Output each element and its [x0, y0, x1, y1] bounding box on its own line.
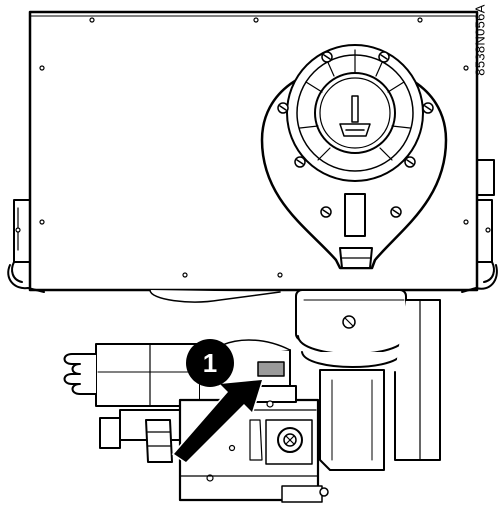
fan-housing: [149, 289, 441, 471]
sight-tube: [339, 193, 373, 269]
callout-number: 1: [203, 348, 217, 378]
nozzle-electrode: [339, 95, 371, 137]
right-bracket: [461, 159, 498, 293]
highlighted-part: [257, 361, 285, 377]
blast-tube-flange: [260, 44, 448, 270]
flange-screws: [277, 51, 434, 237]
callout-badge: 1: [186, 339, 234, 387]
left-bracket: [7, 199, 45, 293]
drawing-reference-code: 8538N056A: [472, 4, 488, 76]
housing-screws: [39, 17, 469, 278]
